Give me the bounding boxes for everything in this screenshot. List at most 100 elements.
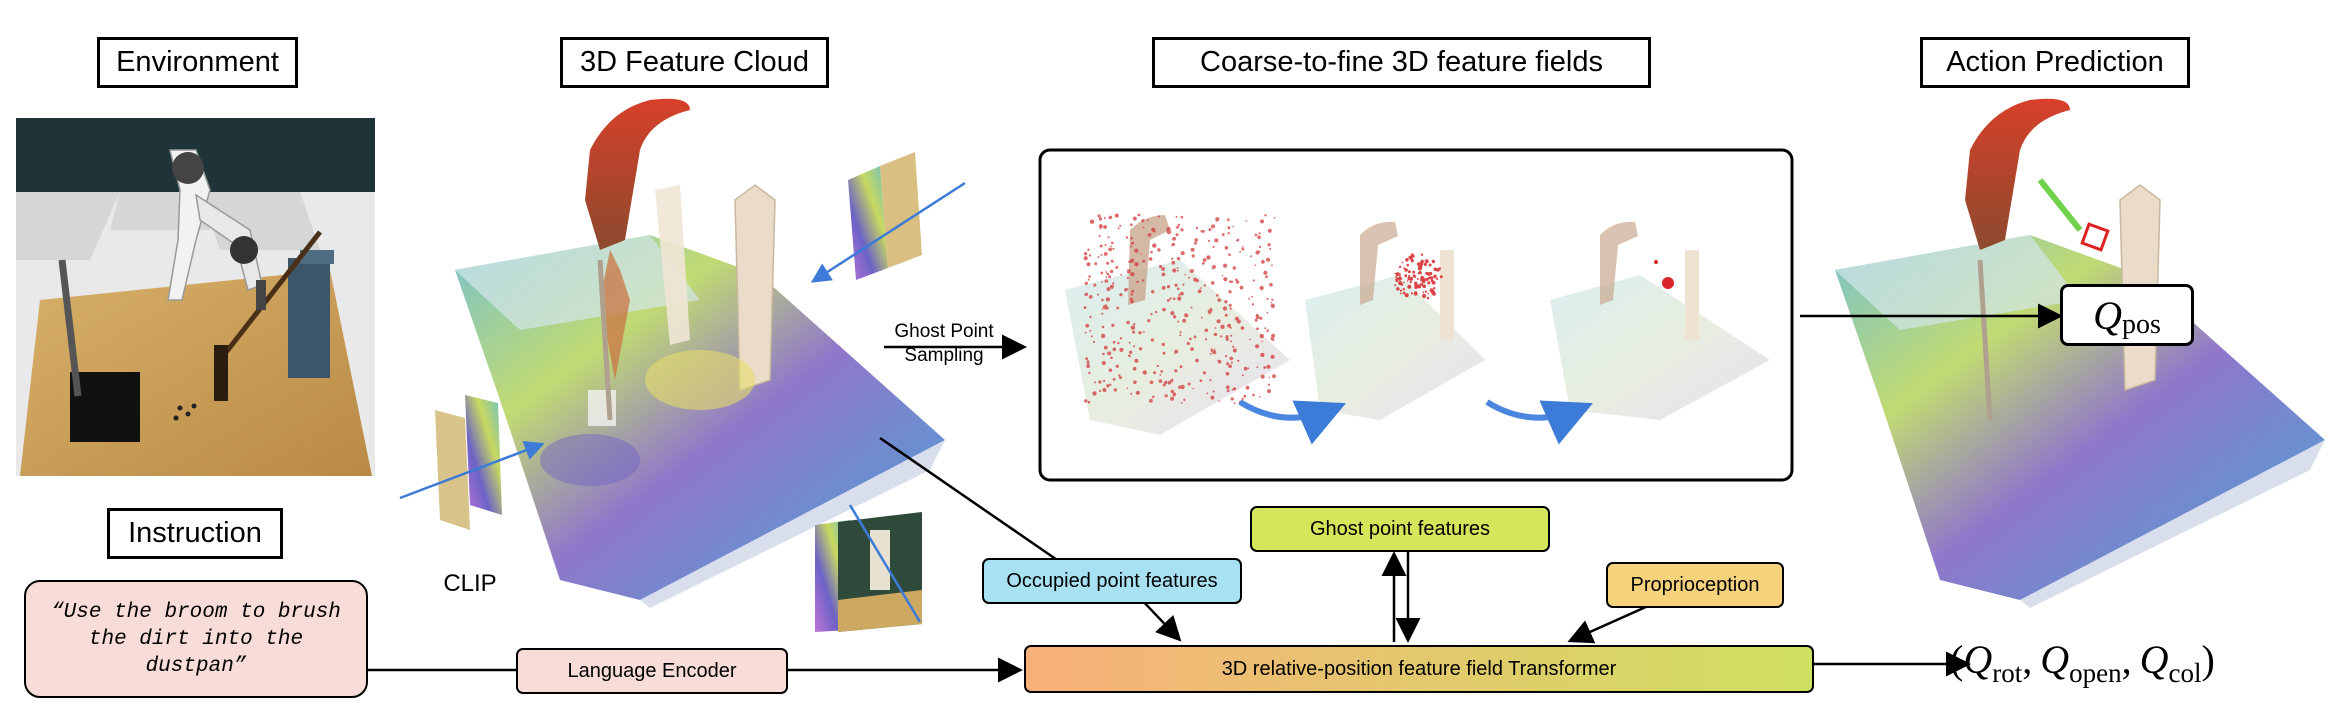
ghost-point [1228,290,1232,294]
ghost-point [1102,352,1105,356]
ghost-point [1109,284,1114,289]
ghost-point [1141,219,1145,223]
ghost-point [1395,275,1398,278]
ghost-point [1161,267,1165,271]
ghost-point [1103,345,1108,350]
ghost-point [1259,316,1263,320]
ghost-point [1217,298,1221,302]
ghost-point [1112,340,1116,344]
ghost-point [1237,359,1240,362]
ghost-point [1260,219,1264,224]
feature-cloud-image [455,98,945,608]
ghost-point [1243,366,1248,371]
ghost-features-module: Ghost point features [1250,506,1550,552]
ghost-point [1088,275,1091,278]
ghost-point [1135,390,1140,395]
ghost-point [1199,379,1203,383]
ghost-point [1157,248,1161,252]
ghost-point [1166,299,1170,302]
ghost-point [1398,265,1402,269]
language-encoder-module: Language Encoder [516,648,788,694]
title-feature-cloud: 3D Feature Cloud [560,37,829,88]
ghost-point [1239,285,1244,290]
action-prediction-image [1835,98,2325,608]
ghost-point [1409,281,1412,284]
ghost-point [1405,258,1409,262]
title-environment: Environment [97,37,298,88]
ghost-point [1406,280,1409,282]
ghost-point [1213,332,1218,337]
ghost-point [1209,379,1212,382]
ghost-point [1261,340,1263,343]
ghost-point [1256,327,1259,331]
ghost-point [1428,263,1432,267]
ghost-point [1109,383,1112,386]
ghost-point [1116,306,1120,310]
ghost-point [1084,331,1087,334]
ghost-point [1255,315,1260,319]
ghost-point [1422,291,1425,294]
ghost-point [1098,380,1102,384]
ghost-point [1142,279,1145,282]
ghost-point [1210,395,1215,400]
ghost-point [1172,297,1176,301]
ghost-point [1230,334,1233,337]
ghost-point [1148,257,1153,261]
ghost-point [1220,335,1223,338]
ghost-point [1257,235,1261,240]
ghost-point [1422,284,1426,289]
ghost-point [1175,215,1178,218]
ghost-point [1266,257,1271,262]
ghost-point [1228,253,1231,256]
ghost-point [1177,297,1181,301]
ghost-point [1179,365,1183,369]
ghost-point [1084,399,1088,403]
ghost-point [1087,278,1090,281]
ghost-point [1119,376,1122,380]
ghost-point [1086,360,1090,364]
ghost-point [1108,368,1113,372]
ghost-point [1220,324,1225,329]
ghost-point [1179,334,1182,337]
ghost-point [1248,297,1250,300]
ghost-point [1414,292,1418,296]
ghost-point [1404,268,1408,272]
ghost-point [1433,287,1436,290]
ghost-point [1430,279,1434,283]
ghost-point [1092,340,1096,343]
ghost-point [1184,313,1189,318]
ghost-point [1228,303,1232,307]
ghost-point [1192,387,1195,390]
camera-view-top [810,152,966,283]
ghost-point [1138,331,1142,335]
ghost-point [1118,374,1121,377]
ghost-point [1202,258,1207,262]
ghost-point [1086,364,1090,369]
ghost-point [1137,213,1141,217]
q-col-symbol: Q [2139,637,2169,682]
ghost-point [1398,279,1401,281]
ghost-point [1231,388,1234,391]
ghost-point [1189,337,1192,341]
refine-arrow-1 [1238,399,1346,445]
ghost-point [1225,355,1228,358]
ghost-point [1114,213,1119,218]
ghost-point [1227,323,1231,328]
ghost-point [1190,247,1195,252]
ghost-point [1150,338,1154,342]
ghost-point [1254,318,1258,322]
ghost-point [1089,219,1095,224]
ghost-point [1222,306,1227,311]
ghost-point [1242,248,1245,251]
ghost-point [1157,215,1160,218]
ghost-point [1420,253,1424,256]
ghost-point [1112,378,1116,381]
ghost-point [1258,396,1261,398]
ghost-point [1225,371,1230,376]
ghost-point [1142,370,1148,375]
ghost-point [1103,379,1106,383]
ghost-point [1098,217,1103,221]
ghost-point [1149,380,1154,385]
tuple-comma-2: , [2121,637,2140,682]
